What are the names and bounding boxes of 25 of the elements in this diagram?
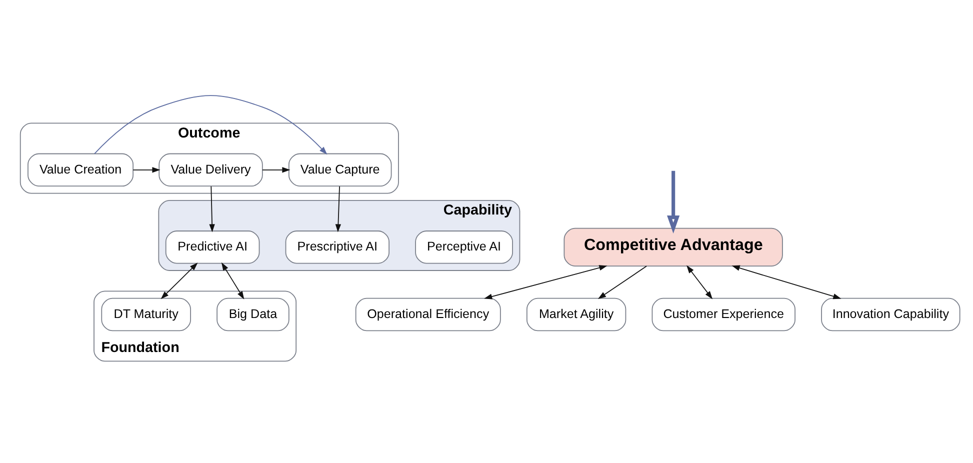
arrow xyxy=(262,166,290,172)
arrow xyxy=(667,170,680,234)
arrow xyxy=(94,94,328,154)
node-box: Value Creation xyxy=(28,152,134,186)
node-box: Innovation Capability xyxy=(821,297,960,331)
node-box: Value Capture xyxy=(288,152,392,186)
arrow xyxy=(209,186,215,232)
node-box: Market Agility xyxy=(526,297,626,331)
node-box: DT Maturity xyxy=(101,297,191,331)
node-box: Customer Experience xyxy=(652,297,796,331)
node-box: Operational Efficiency xyxy=(355,297,501,331)
arrow xyxy=(732,264,842,299)
arrow xyxy=(335,186,342,232)
node-box: Big Data xyxy=(216,297,290,331)
node-box: Competitive Advantage xyxy=(564,227,783,266)
arrow xyxy=(132,166,160,172)
arrow xyxy=(221,262,244,299)
node-box: Perceptive AI xyxy=(415,230,513,264)
arrow xyxy=(160,262,198,299)
node-box: Value Delivery xyxy=(158,152,263,186)
node-box: Prescriptive AI xyxy=(285,230,390,264)
arrow xyxy=(686,264,713,299)
arrow xyxy=(598,265,647,299)
arrow xyxy=(484,264,608,299)
node-box: Predictive AI xyxy=(165,230,260,264)
